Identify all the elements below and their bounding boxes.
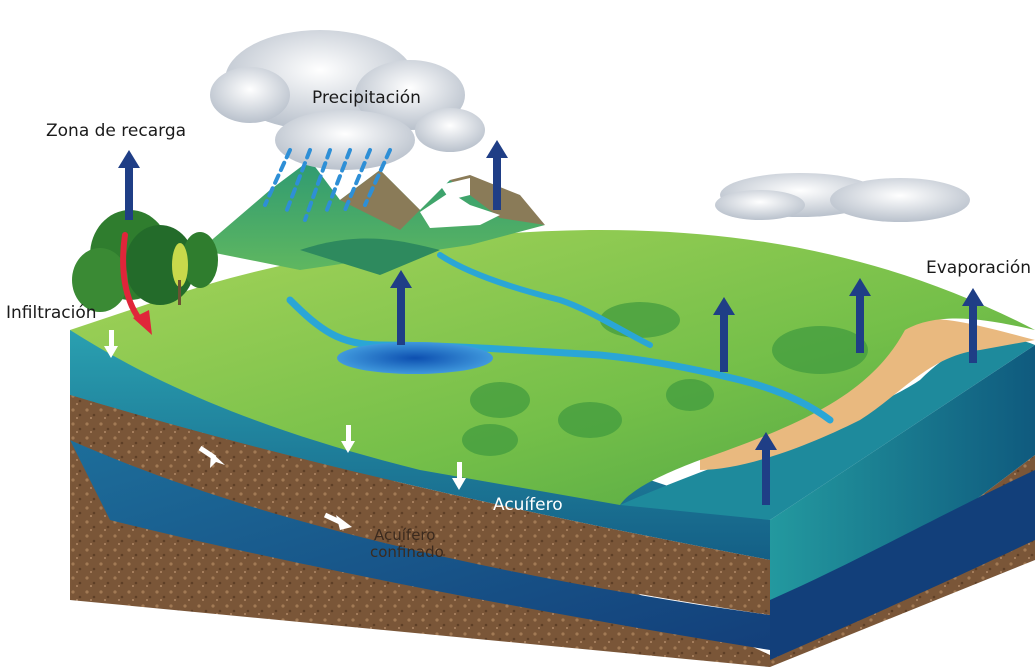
evaporation-label: Evaporación: [926, 258, 1032, 278]
evaporation-arrow-5: [849, 278, 871, 353]
grassland: [70, 230, 1035, 505]
evaporation-arrow-4: [713, 297, 735, 372]
flow-arrow-2: [341, 425, 355, 453]
green-hills: [462, 302, 868, 456]
small-cloud: [715, 173, 970, 222]
groundwater-arrows: [104, 330, 466, 530]
lake: [337, 342, 493, 374]
recharge-zone-label: Zona de recarga: [46, 121, 187, 141]
flow-arrow-5: [323, 512, 352, 530]
evaporation-arrow-6: [962, 288, 984, 363]
evaporation-arrow-2: [486, 140, 508, 210]
evaporation-arrows: [118, 140, 984, 505]
river-and-lake: [286, 252, 834, 424]
flow-arrow-1: [104, 330, 118, 358]
evaporation-arrow-3: [390, 270, 412, 345]
precipitation-label: Precipitación: [312, 88, 421, 108]
confined-aquifer-label-line1: Acuífero: [374, 526, 436, 544]
confined-aquifer-label-line2: confinado: [370, 543, 444, 561]
block-side: [770, 345, 1035, 660]
rain-drops: [263, 148, 392, 222]
infiltration-label: Infiltración: [6, 303, 97, 323]
evaporation-arrow-7: [755, 432, 777, 505]
beach-sand: [700, 319, 1035, 470]
flow-arrow-4: [198, 445, 225, 468]
evaporation-arrow-1: [118, 150, 140, 220]
aquifer-label: Acuífero: [493, 495, 563, 515]
trees: [72, 210, 218, 312]
flow-arrow-3: [452, 462, 466, 490]
infiltration-arrow: [120, 232, 152, 335]
